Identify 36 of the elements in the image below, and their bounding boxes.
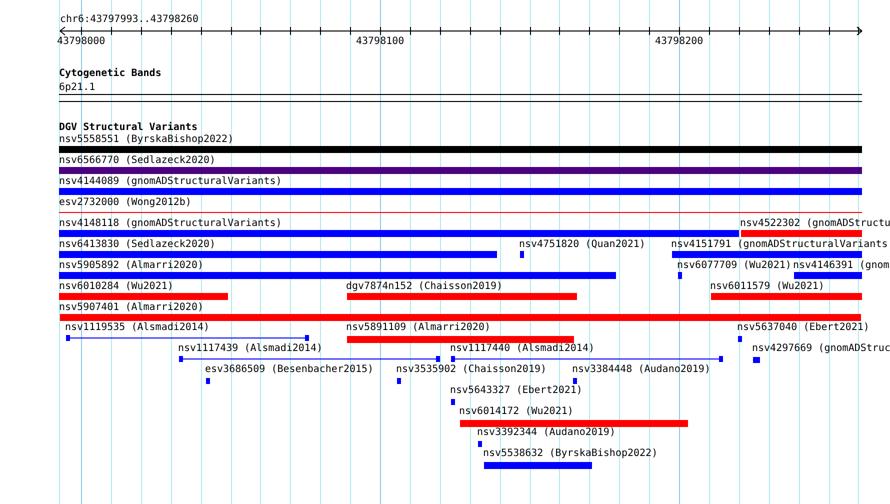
variant-label: nsv4297669 (gnomADStruc	[752, 343, 890, 355]
tick-label: 43798100	[356, 36, 404, 48]
variant-label: nsv4151791 (gnomADStructuralVariants	[671, 239, 888, 251]
variant-label: nsv3384448 (Audano2019)	[572, 364, 710, 376]
variant-label: nsv6413830 (Sedlazeck2020)	[59, 239, 216, 251]
variant-label: nsv5637040 (Ebert2021)	[737, 322, 870, 334]
variant-label: nsv4522302 (gnomADStructu	[740, 218, 890, 230]
tick-label: 43798200	[655, 36, 703, 48]
variant-label: nsv1117440 (Alsmadi2014)	[450, 343, 594, 355]
variant-label: nsv1119535 (Alsmadi2014)	[65, 322, 210, 334]
variant-label: nsv5558551 (ByrskaBishop2022)	[59, 134, 234, 146]
variant-label: nsv6011579 (Wu2021)	[710, 281, 824, 293]
variant-label: nsv6010284 (Wu2021)	[59, 281, 174, 293]
track-heading: DGV Structural Variants	[59, 122, 198, 134]
variant-label: nsv3392344 (Audano2019)	[477, 427, 616, 439]
variant-label: nsv5905892 (Almarri2020)	[59, 260, 204, 272]
variant-label: nsv5907401 (Almarri2020)	[59, 302, 204, 314]
variant-label: nsv4144089 (gnomADStructuralVariants)	[59, 176, 282, 188]
variant-label: nsv6077709 (Wu2021)	[677, 260, 792, 272]
variant-label: nsv5643327 (Ebert2021)	[450, 385, 582, 397]
variant-label: nsv6014172 (Wu2021)	[459, 406, 574, 418]
variant-label: nsv6566770 (Sedlazeck2020)	[59, 155, 216, 167]
variant-label: esv3686509 (Besenbacher2015)	[205, 364, 374, 376]
variant-label: nsv3535902 (Chaisson2019)	[396, 364, 547, 376]
track-heading: Cytogenetic Bands	[59, 68, 162, 80]
variant-label: nsv5891109 (Almarri2020)	[346, 322, 490, 334]
coordinate-label: chr6:43797993..43798260	[60, 14, 198, 26]
tick-label: 43798000	[57, 36, 105, 48]
variant-label: nsv4751820 (Quan2021)	[519, 239, 646, 251]
variant-label: nsv4146391 (gnom	[793, 260, 890, 272]
variant-label: esv2732000 (Wong2012b)	[59, 197, 192, 209]
variant-label: nsv5538632 (ByrskaBishop2022)	[483, 448, 658, 460]
variant-label: nsv1117439 (Alsmadi2014)	[178, 343, 322, 355]
band-label: 6p21.1	[59, 82, 96, 94]
variant-label: dgv7874n152 (Chaisson2019)	[346, 281, 503, 293]
variant-label: nsv4148118 (gnomADStructuralVariants)	[59, 218, 282, 230]
